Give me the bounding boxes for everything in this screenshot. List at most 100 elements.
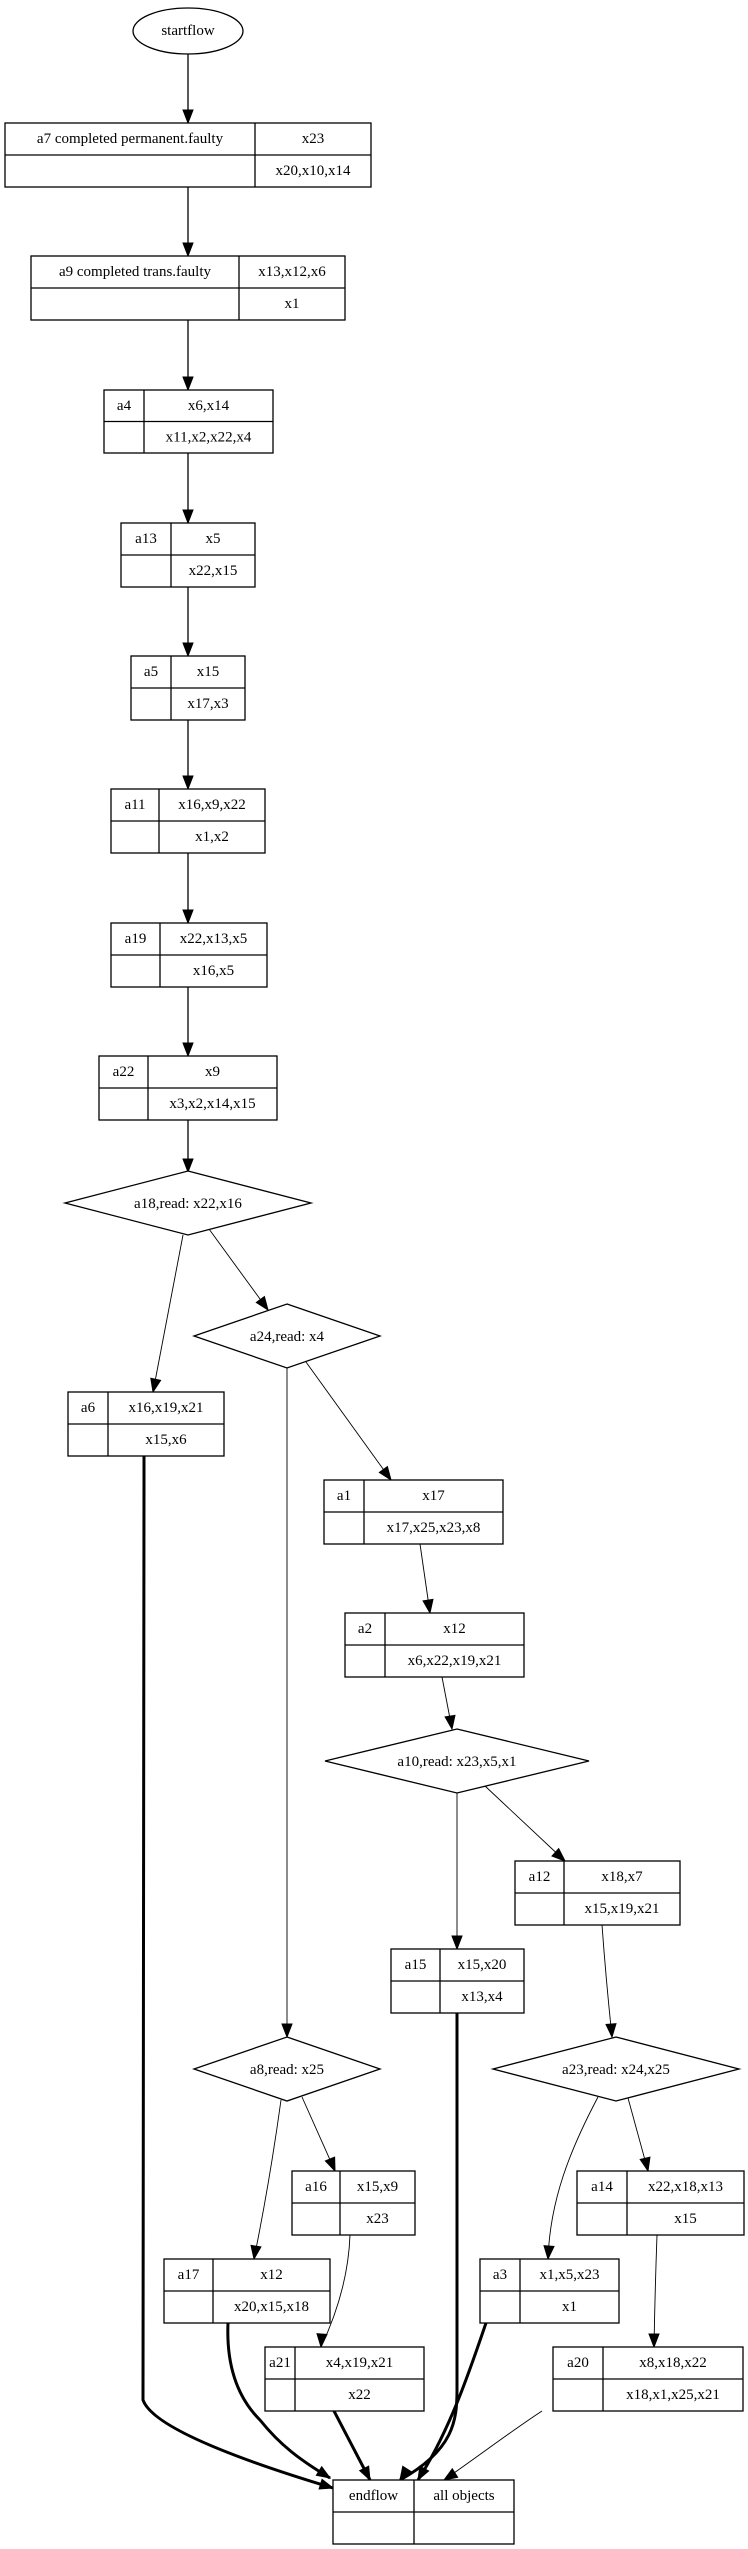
edge-a13-to-a5	[182, 587, 194, 658]
decision-diamond	[62, 1170, 314, 1236]
arrowhead-icon	[182, 1158, 194, 1174]
record-bottom-values: x13,x4	[461, 1989, 503, 2005]
arrowhead-icon	[451, 1935, 463, 1951]
edge-startflow-to-a7	[182, 54, 194, 125]
node-label: startflow	[161, 23, 214, 39]
record-bottom-values: x22	[348, 2387, 371, 2403]
record-name: a12	[529, 1869, 551, 1885]
record-bottom-values: x18,x1,x25,x21	[626, 2387, 720, 2403]
record-name: a16	[305, 2179, 327, 2195]
record-top-values: x16,x19,x21	[129, 1400, 204, 1416]
edge-a21-to-endflow	[332, 2410, 372, 2482]
record-name: a6	[81, 1400, 96, 1416]
edge-line	[484, 1785, 566, 1862]
record-top-values: x17	[422, 1488, 445, 1504]
decision-label: a24,read: x4	[250, 1329, 325, 1345]
arrowhead-icon	[324, 2156, 336, 2173]
record-name: a11	[124, 797, 145, 813]
edge-a19-to-a22	[182, 987, 194, 1058]
record-bottom-values: x15,x6	[145, 1432, 187, 1448]
record-top-values: x22,x13,x5	[180, 931, 248, 947]
node-a19[interactable]: a19 x22,x13,x5 x16,x5	[110, 922, 268, 988]
record-bottom-values: x1	[285, 296, 300, 312]
record-top-values: x15,x20	[458, 1957, 507, 1973]
node-a18[interactable]: a18,read: x22,x16	[62, 1170, 314, 1236]
record-top-values: x9	[205, 1064, 220, 1080]
node-a10[interactable]: a10,read: x23,x5,x1	[324, 1728, 590, 1794]
edge-a10-to-a12	[484, 1785, 567, 1862]
arrowhead-icon	[417, 2465, 430, 2482]
node-a15[interactable]: a15 x15,x20 x13,x4	[390, 1948, 525, 2014]
record-bottom-values: x3,x2,x14,x15	[169, 1096, 255, 1112]
record-top-values: x6,x14	[188, 398, 230, 414]
arrowhead-icon	[182, 509, 194, 525]
arrowhead-icon	[444, 1714, 456, 1731]
arrowhead-icon	[182, 376, 194, 392]
edge-line	[253, 2099, 282, 2260]
record-bottom-values: x22,x15	[189, 563, 238, 579]
record-top-values: x13,x12,x6	[258, 264, 326, 280]
edge-a2-to-a10	[441, 1676, 456, 1731]
start-ellipse	[132, 7, 244, 55]
record-top-values: x15,x9	[357, 2179, 398, 2195]
node-startflow[interactable]: startflow	[132, 7, 244, 55]
node-a24[interactable]: a24,read: x4	[192, 1303, 382, 1369]
record-name: a17	[178, 2267, 200, 2283]
arrowhead-icon	[182, 242, 194, 258]
edge-a16-to-a21	[316, 2234, 351, 2349]
record-name: a19	[125, 931, 147, 947]
edge-a12-to-a23	[601, 1924, 617, 2039]
edge-line	[416, 2322, 488, 2481]
record-bottom-values: x16,x5	[193, 963, 234, 979]
edge-a11-to-a19	[182, 853, 194, 925]
edge-a20-to-endflow	[442, 2410, 543, 2481]
record-bottom-values: x17,x25,x23,x8	[387, 1520, 481, 1536]
edge-a8-to-a16	[301, 2096, 336, 2173]
edge-a18-to-a24	[208, 1228, 269, 1312]
arrowhead-icon	[182, 775, 194, 791]
node-a23[interactable]: a23,read: x24,x25	[490, 2036, 742, 2102]
record-bottom-values: x15,x19,x21	[585, 1901, 660, 1917]
record-bottom-values: x11,x2,x22,x4	[166, 429, 252, 445]
node-a6[interactable]: a6 x16,x19,x21 x15,x6	[67, 1391, 225, 1457]
record-name: a15	[405, 1957, 427, 1973]
node-a8[interactable]: a8,read: x25	[192, 2036, 382, 2102]
record-bottom-values: x20,x15,x18	[234, 2299, 309, 2315]
record-top-values: x16,x9,x22	[178, 797, 246, 813]
decision-diamond	[192, 2036, 382, 2102]
record-name: a5	[144, 664, 158, 680]
arrowhead-icon	[318, 2478, 335, 2490]
edge-a24-to-a8	[281, 1368, 293, 2039]
arrowhead-icon	[182, 1042, 194, 1058]
record-name: a13	[135, 531, 157, 547]
record-bottom-values: x6,x22,x19,x21	[408, 1653, 502, 1669]
decision-diamond	[490, 2036, 742, 2102]
edge-a18-to-a6	[150, 1234, 184, 1394]
decision-diamond	[324, 1728, 590, 1794]
record-top-values: x4,x19,x21	[326, 2355, 394, 2371]
edge-a10-to-a15	[451, 1792, 463, 1951]
record-top-values: all objects	[433, 2488, 494, 2504]
edge-a15-to-endflow	[399, 2013, 459, 2482]
edge-a7-to-a9	[182, 187, 194, 258]
arrowhead-icon	[182, 109, 194, 125]
